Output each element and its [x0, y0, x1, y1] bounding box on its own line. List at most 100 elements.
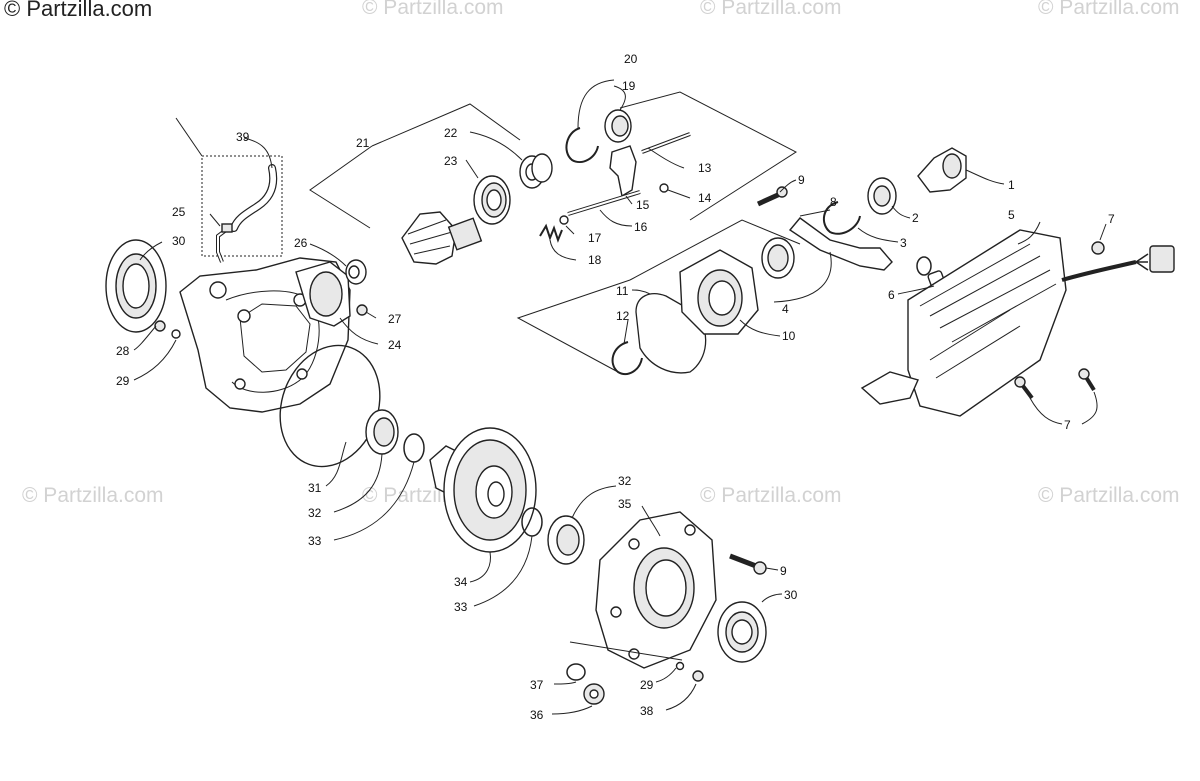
callout-19[interactable]: 19 — [622, 79, 636, 93]
bearing-32-left — [365, 409, 399, 455]
callout-8[interactable]: 8 — [830, 195, 837, 209]
seal-30-right — [717, 601, 767, 663]
callout-9-lower[interactable]: 9 — [780, 564, 787, 578]
ring-17 — [559, 215, 569, 225]
callout-10[interactable]: 10 — [782, 329, 796, 343]
callout-35[interactable]: 35 — [618, 497, 632, 511]
screw-9-upper — [756, 186, 788, 207]
callout-26[interactable]: 26 — [294, 236, 308, 250]
callout-1[interactable]: 1 — [1008, 178, 1015, 192]
callout-39[interactable]: 39 — [236, 130, 250, 144]
o-ring-6 — [916, 256, 932, 276]
callout-33-right[interactable]: 33 — [454, 600, 468, 614]
callout-36[interactable]: 36 — [530, 708, 544, 722]
callout-3[interactable]: 3 — [900, 236, 907, 250]
callout-12[interactable]: 12 — [616, 309, 630, 323]
watermark: © Partzilla.com — [1038, 0, 1180, 19]
bearing-housing-10 — [679, 249, 759, 335]
callout-11[interactable]: 11 — [616, 284, 629, 298]
callout-30-left[interactable]: 30 — [172, 234, 186, 248]
callout-7-top[interactable]: 7 — [1108, 212, 1115, 226]
callout-13[interactable]: 13 — [698, 161, 712, 175]
callout-20[interactable]: 20 — [624, 52, 638, 66]
callout-14[interactable]: 14 — [698, 191, 712, 205]
snap-ring-20 — [565, 127, 599, 164]
callout-9-upper[interactable]: 9 — [798, 173, 805, 187]
wire-harness — [1061, 245, 1175, 282]
watermark: © Partzilla.com — [700, 484, 842, 507]
callout-28[interactable]: 28 — [116, 344, 130, 358]
callout-24[interactable]: 24 — [388, 338, 402, 352]
callout-21[interactable]: 21 — [356, 136, 370, 150]
hose-dotted-box — [175, 117, 283, 257]
washer-29-left — [171, 329, 181, 339]
motor-housing-5 — [860, 229, 1067, 417]
snap-ring-12 — [611, 341, 643, 376]
leader-lines — [133, 79, 1107, 715]
pinion-gear — [401, 211, 483, 265]
callout-labels: 1 2 3 4 5 6 7 7 8 9 9 10 11 12 13 14 15 … — [116, 52, 1115, 722]
callout-5[interactable]: 5 — [1008, 208, 1015, 222]
callout-4[interactable]: 4 — [782, 302, 789, 316]
ring-gear-34 — [429, 427, 537, 553]
callout-30-right[interactable]: 30 — [784, 588, 798, 602]
callout-22[interactable]: 22 — [444, 126, 458, 140]
callout-2[interactable]: 2 — [912, 211, 919, 225]
gear-case-housing — [179, 257, 351, 413]
shift-fork-15 — [609, 145, 637, 198]
washer-29-right — [675, 661, 685, 671]
callout-16[interactable]: 16 — [634, 220, 648, 234]
bearing-19 — [604, 109, 632, 143]
callout-31[interactable]: 31 — [308, 481, 322, 495]
callout-25[interactable]: 25 — [172, 205, 186, 219]
group-bracket-21 — [309, 91, 797, 229]
callout-32-right[interactable]: 32 — [618, 474, 632, 488]
callout-29-right[interactable]: 29 — [640, 678, 654, 692]
watermark: © Partzilla.com — [1038, 484, 1180, 507]
bearing-23 — [473, 175, 511, 225]
callout-7-bottom[interactable]: 7 — [1064, 418, 1071, 432]
callout-23[interactable]: 23 — [444, 154, 458, 168]
callout-37[interactable]: 37 — [530, 678, 544, 692]
actuator-1 — [917, 147, 967, 193]
snap-ring-3 — [822, 201, 861, 235]
o-ring-37 — [566, 663, 586, 681]
group-bracket-11 — [516, 219, 801, 373]
bearing-32-right — [547, 515, 585, 565]
gasket-11 — [635, 293, 707, 374]
spring-18 — [539, 223, 563, 243]
callout-29-left[interactable]: 29 — [116, 374, 130, 388]
small-ring-14 — [659, 183, 669, 193]
partzilla-brand: © Partzilla.com — [4, 0, 153, 21]
seal-30-left — [105, 239, 167, 333]
bearing-8 — [761, 237, 795, 279]
bracket-4 — [788, 217, 893, 271]
watermark: © Partzilla.com — [22, 484, 164, 507]
screw-7-bottom-right — [1078, 368, 1096, 392]
callout-18[interactable]: 18 — [588, 253, 602, 267]
callout-27[interactable]: 27 — [388, 312, 402, 326]
callout-32-left[interactable]: 32 — [308, 506, 322, 520]
breather-hose-39 — [230, 164, 278, 232]
plug-36 — [583, 683, 605, 705]
callout-33-left[interactable]: 33 — [308, 534, 322, 548]
callout-34[interactable]: 34 — [454, 575, 468, 589]
bolt-38 — [692, 670, 704, 682]
bearing-22 — [519, 153, 553, 189]
seal-2 — [867, 177, 897, 215]
callout-6[interactable]: 6 — [888, 288, 895, 302]
bolt-27 — [356, 304, 368, 316]
screw-7-bottom-left — [1014, 376, 1034, 400]
cover-35 — [595, 511, 717, 669]
bushing-26 — [345, 259, 367, 285]
callout-17[interactable]: 17 — [588, 231, 602, 245]
callout-38[interactable]: 38 — [640, 704, 654, 718]
watermark: © Partzilla.com — [362, 0, 504, 19]
screw-7-top — [1091, 241, 1105, 255]
shim-33-left — [403, 433, 425, 463]
watermark: © Partzilla.com — [700, 0, 842, 19]
fitting-25 — [216, 223, 233, 263]
callout-15[interactable]: 15 — [636, 198, 650, 212]
shaft-16 — [567, 190, 641, 216]
